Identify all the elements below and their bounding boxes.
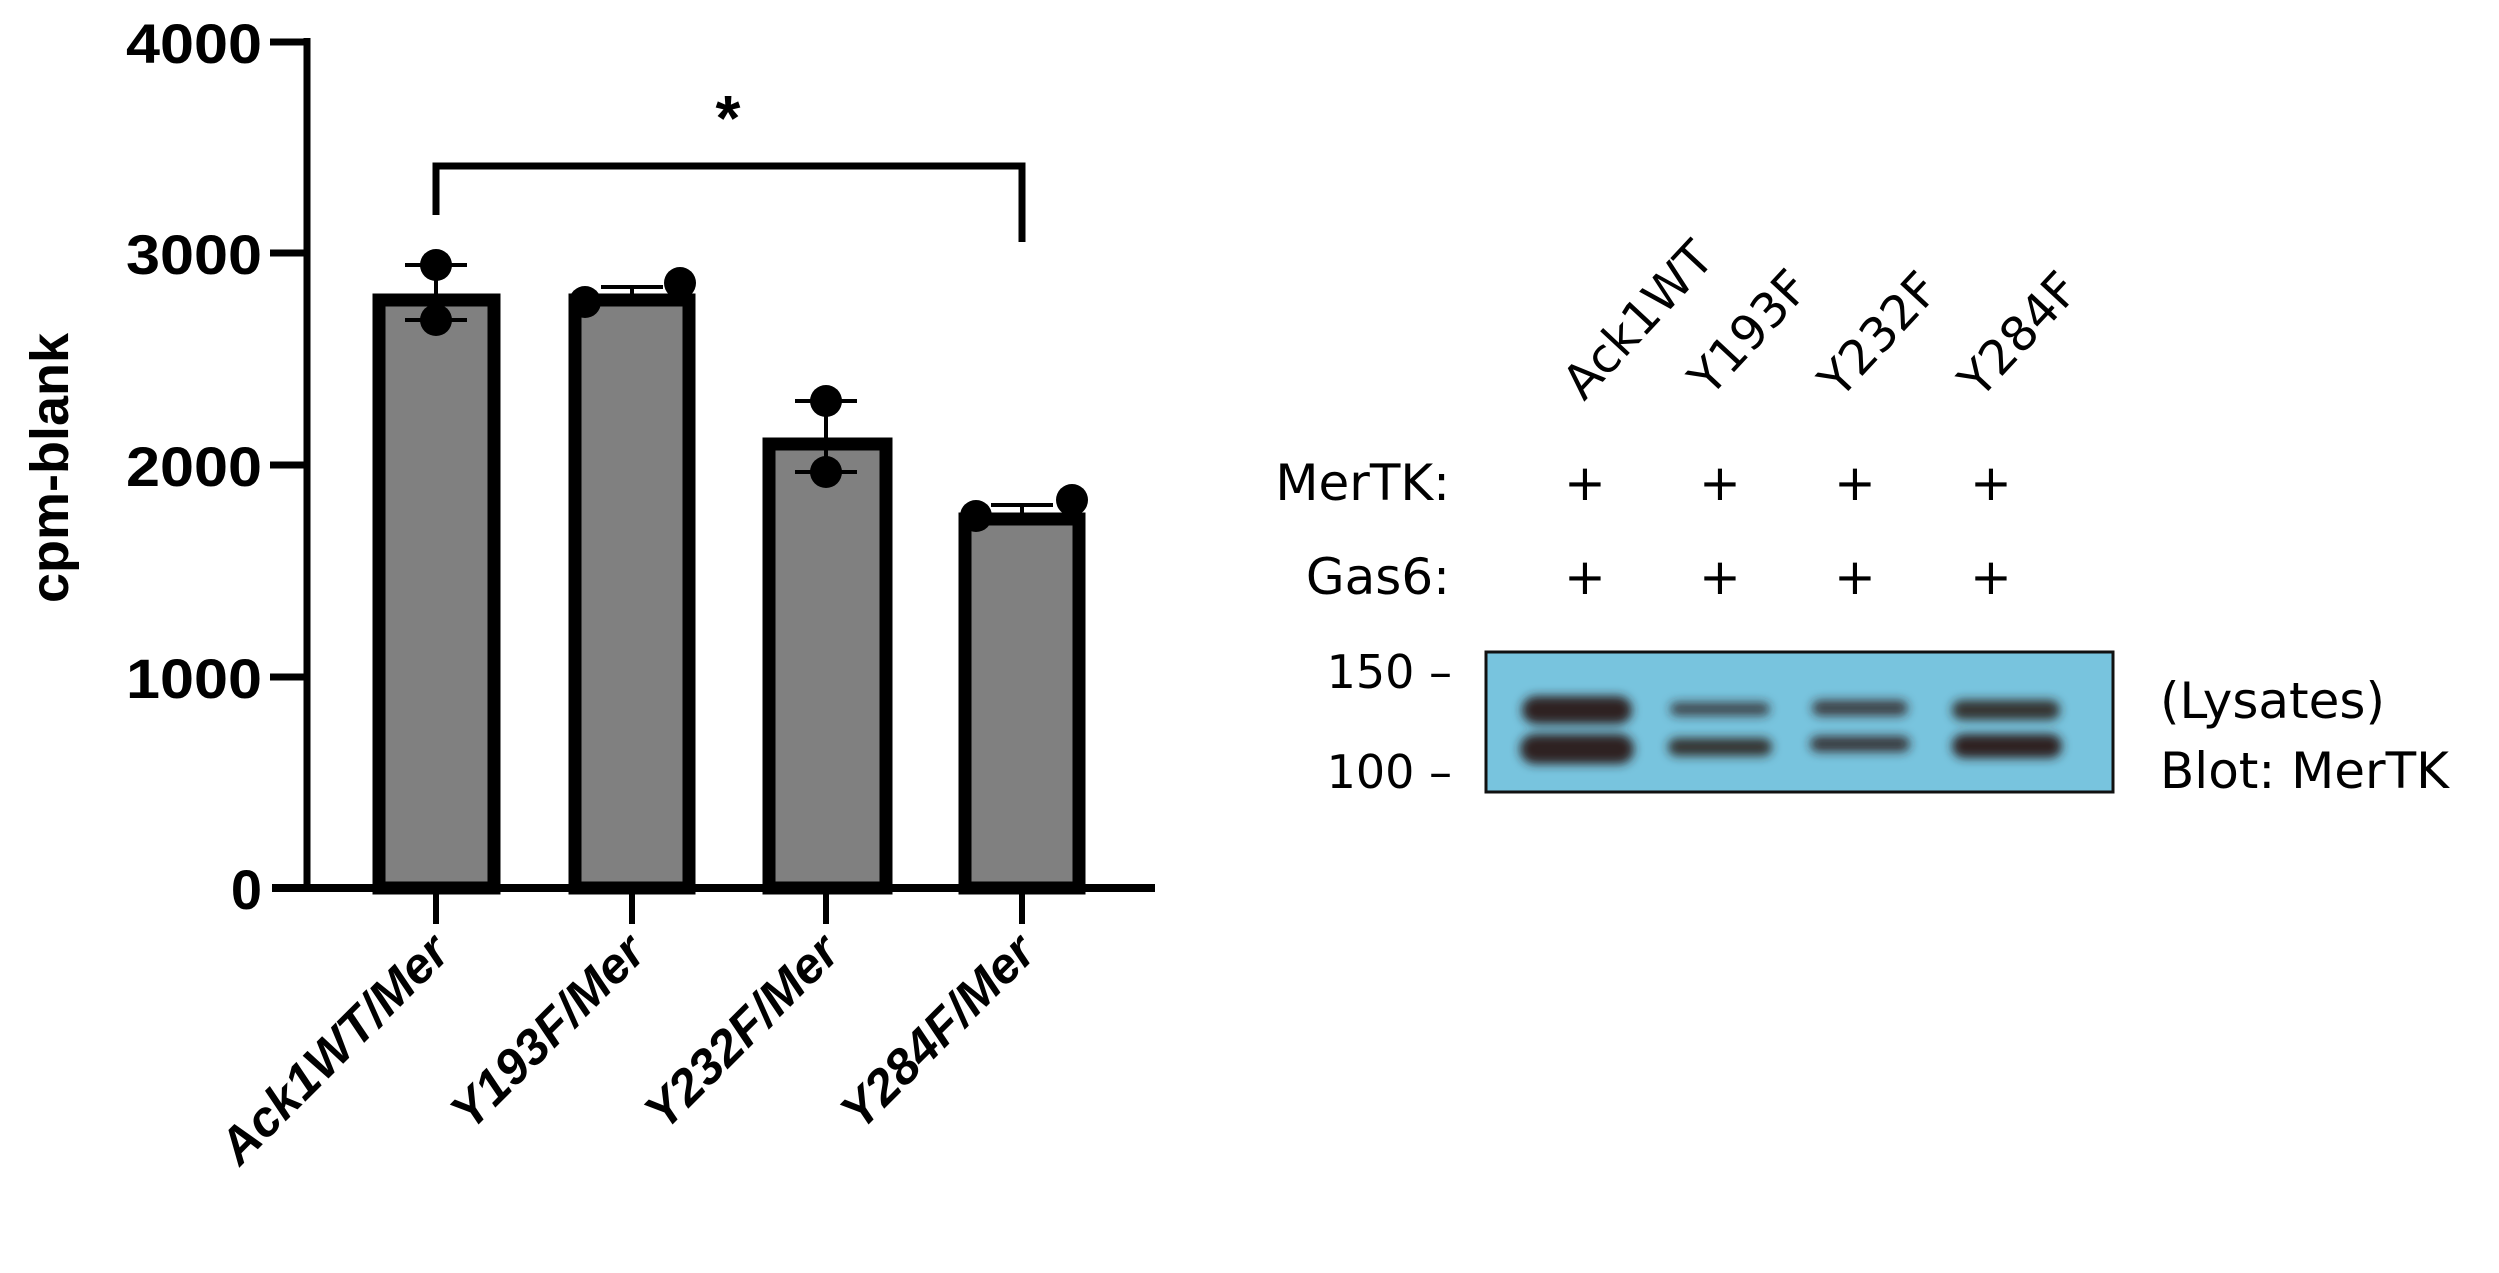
x-tick-labels: Ack1WT/Mer Y193F/Mer Y232F/Mer Y284F/Mer xyxy=(207,921,1048,1176)
y-tick-4000: 4000 xyxy=(126,12,262,75)
x-label-y284f: Y284F/Mer xyxy=(829,921,1047,1139)
bar-y232f xyxy=(762,437,893,895)
y-axis-title: cpm-blank xyxy=(20,332,80,603)
plus-sign: + xyxy=(1970,454,2012,512)
y-tick-1000: 1000 xyxy=(126,647,262,710)
x-label-y232f: Y232F/Mer xyxy=(633,921,851,1139)
data-point xyxy=(420,249,452,281)
plus-sign: + xyxy=(1834,548,1876,606)
data-point xyxy=(420,304,452,336)
plus-sign: + xyxy=(1564,454,1606,512)
x-label-ack1wt: Ack1WT/Mer xyxy=(207,921,462,1176)
x-axis-ticks xyxy=(433,888,1025,924)
lane-labels: Ack1WT Y193F Y232F Y284F xyxy=(1552,230,2090,410)
blot-image xyxy=(1484,650,2115,794)
condition-table: MerTK: Gas6: + + + + + + + + xyxy=(1275,454,2012,606)
data-point xyxy=(810,456,842,488)
bands xyxy=(1520,696,2062,764)
bar-chart: cpm-blank 4000 3000 2000 1000 0 xyxy=(20,12,1155,1176)
bar-ack1wt xyxy=(372,293,501,895)
bars xyxy=(372,293,1086,895)
row-gas6-values: + + + + xyxy=(1564,548,2012,606)
plus-sign: + xyxy=(1699,454,1741,512)
bar-y284f xyxy=(958,512,1086,895)
marker-150: 150 – xyxy=(1327,645,1452,699)
data-point xyxy=(664,267,696,299)
blot-antibody-label: Blot: MerTK xyxy=(2160,742,2450,800)
row-mertk-values: + + + + xyxy=(1564,454,2012,512)
data-point xyxy=(1056,484,1088,516)
marker-100: 100 – xyxy=(1327,745,1452,799)
row-label-gas6: Gas6: xyxy=(1306,548,1450,606)
significance-asterisk: * xyxy=(716,82,741,154)
plus-sign: + xyxy=(1564,548,1606,606)
data-point xyxy=(569,286,601,318)
error-bars xyxy=(405,263,1053,515)
western-blot: Ack1WT Y193F Y232F Y284F MerTK: Gas6: + … xyxy=(1275,230,2450,800)
y-tick-labels: 4000 3000 2000 1000 0 xyxy=(126,12,262,921)
bar-y193f xyxy=(568,293,696,895)
mw-markers: 150 – 100 – xyxy=(1327,645,1452,799)
row-label-mertk: MerTK: xyxy=(1275,454,1450,512)
plus-sign: + xyxy=(1970,548,2012,606)
x-label-y193f: Y193F/Mer xyxy=(439,921,657,1139)
lysates-label: (Lysates) xyxy=(2160,672,2385,730)
y-tick-0: 0 xyxy=(231,858,262,921)
y-tick-3000: 3000 xyxy=(126,223,262,286)
plus-sign: + xyxy=(1834,454,1876,512)
y-tick-2000: 2000 xyxy=(126,435,262,498)
significance-bracket xyxy=(432,162,1026,242)
lane-label-y284f: Y284F xyxy=(1947,261,2090,409)
y-axis xyxy=(270,38,311,892)
plus-sign: + xyxy=(1699,548,1741,606)
lane-label-y232f: Y232F xyxy=(1807,261,1950,409)
blot-side-labels: (Lysates) Blot: MerTK xyxy=(2160,672,2450,800)
data-point xyxy=(960,500,992,532)
data-point xyxy=(810,385,842,417)
data-points xyxy=(420,249,1088,532)
